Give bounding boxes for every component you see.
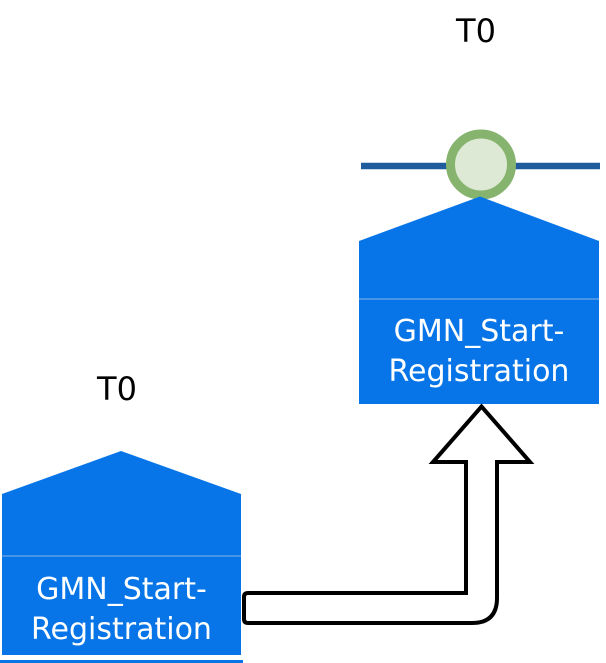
time-label-bottom: T0 (97, 370, 137, 408)
event-label-bottom: GMN_Start- Registration (2, 556, 241, 655)
connector-arrow (242, 403, 535, 625)
event-label-bottom-line2: Registration (31, 611, 212, 647)
time-label-top: T0 (456, 12, 496, 50)
cutoff-shape-bottom-edge (0, 660, 243, 663)
event-shape-bottom (2, 451, 241, 655)
connector-arrow-group (242, 403, 535, 625)
event-label-top: GMN_Start- Registration (359, 299, 599, 404)
event-label-bottom-line1: GMN_Start- (36, 571, 207, 607)
milestone-circle (446, 129, 516, 200)
event-label-top-line1: GMN_Start- (393, 313, 565, 349)
milestone-circle-group (446, 129, 516, 200)
event-label-top-line2: Registration (388, 353, 570, 389)
event-shape-top (359, 196, 599, 404)
